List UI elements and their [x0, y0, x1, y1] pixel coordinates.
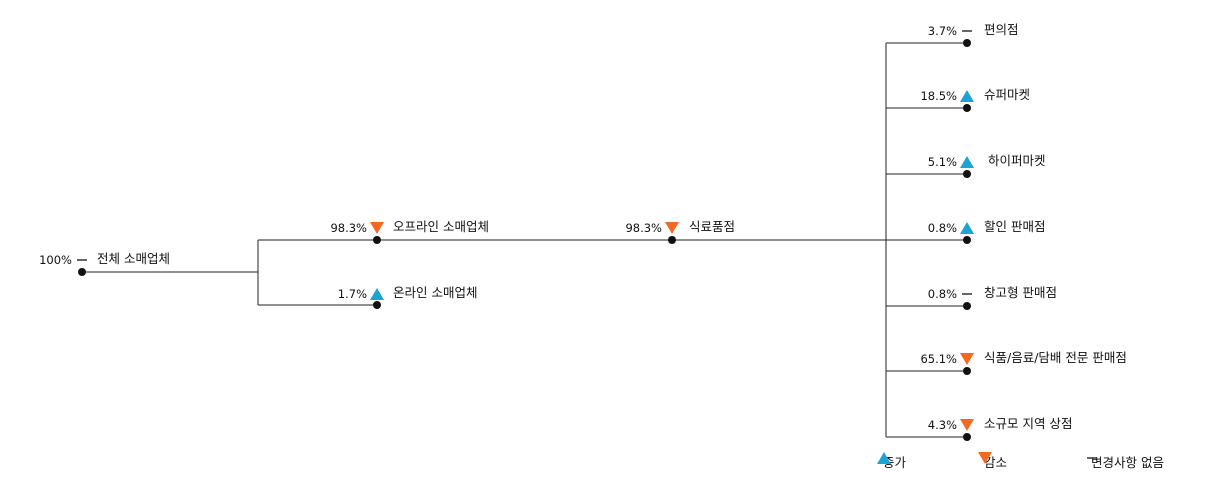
- legend-no-change: 변경사항 없음: [1085, 452, 1164, 471]
- total-label: 전체 소매업체: [97, 251, 170, 266]
- hypermarket-label: 하이퍼마켓: [988, 153, 1046, 168]
- specialty-label: 식품/음료/담배 전문 판매점: [984, 350, 1127, 365]
- total-dash-icon: [75, 254, 89, 266]
- local-label: 소규모 지역 상점: [984, 416, 1073, 431]
- grocery-percent: 98.3%: [625, 221, 662, 235]
- discount-node-dot: [963, 236, 971, 244]
- supermarket-node-dot: [963, 104, 971, 112]
- grocery-down-triangle-icon: [665, 222, 679, 234]
- online-percent: 1.7%: [337, 287, 367, 301]
- warehouse-dash-icon: [960, 288, 974, 300]
- discount-label: 할인 판매점: [984, 219, 1046, 234]
- hypermarket-node-dot: [963, 170, 971, 178]
- legend-increase-label: 증가: [883, 455, 907, 470]
- convenience-percent: 3.7%: [927, 24, 957, 38]
- convenience-dash-icon: [960, 25, 974, 37]
- warehouse-label: 창고형 판매점: [984, 285, 1057, 300]
- supermarket-up-triangle-icon: [960, 90, 974, 102]
- offline-percent: 98.3%: [330, 221, 367, 235]
- legend-no-change-label: 변경사항 없음: [1091, 455, 1164, 470]
- warehouse-node-dot: [963, 302, 971, 310]
- legend-increase: 증가: [877, 452, 906, 471]
- legend-decrease-label: 감소: [984, 455, 1008, 470]
- supermarket-percent: 18.5%: [920, 89, 957, 103]
- grocery-node-dot: [668, 236, 676, 244]
- offline-node-dot: [373, 236, 381, 244]
- local-down-triangle-icon: [960, 419, 974, 431]
- warehouse-percent: 0.8%: [927, 287, 957, 301]
- total-percent: 100%: [39, 253, 72, 267]
- online-up-triangle-icon: [370, 288, 384, 300]
- legend-decrease: 감소: [978, 452, 1007, 471]
- offline-down-triangle-icon: [370, 222, 384, 234]
- specialty-down-triangle-icon: [960, 353, 974, 365]
- total-node-dot: [78, 268, 86, 276]
- hypermarket-percent: 5.1%: [927, 155, 957, 169]
- offline-label: 오프라인 소매업체: [393, 219, 489, 234]
- local-percent: 4.3%: [927, 418, 957, 432]
- local-node-dot: [963, 433, 971, 441]
- online-label: 온라인 소매업체: [393, 285, 478, 300]
- hypermarket-up-triangle-icon: [960, 156, 974, 168]
- supermarket-label: 슈퍼마켓: [984, 87, 1031, 102]
- specialty-percent: 65.1%: [920, 352, 957, 366]
- grocery-label: 식료품점: [689, 219, 736, 234]
- convenience-label: 편의점: [984, 22, 1019, 37]
- discount-up-triangle-icon: [960, 222, 974, 234]
- discount-percent: 0.8%: [927, 221, 957, 235]
- online-node-dot: [373, 301, 381, 309]
- specialty-node-dot: [963, 367, 971, 375]
- convenience-node-dot: [963, 39, 971, 47]
